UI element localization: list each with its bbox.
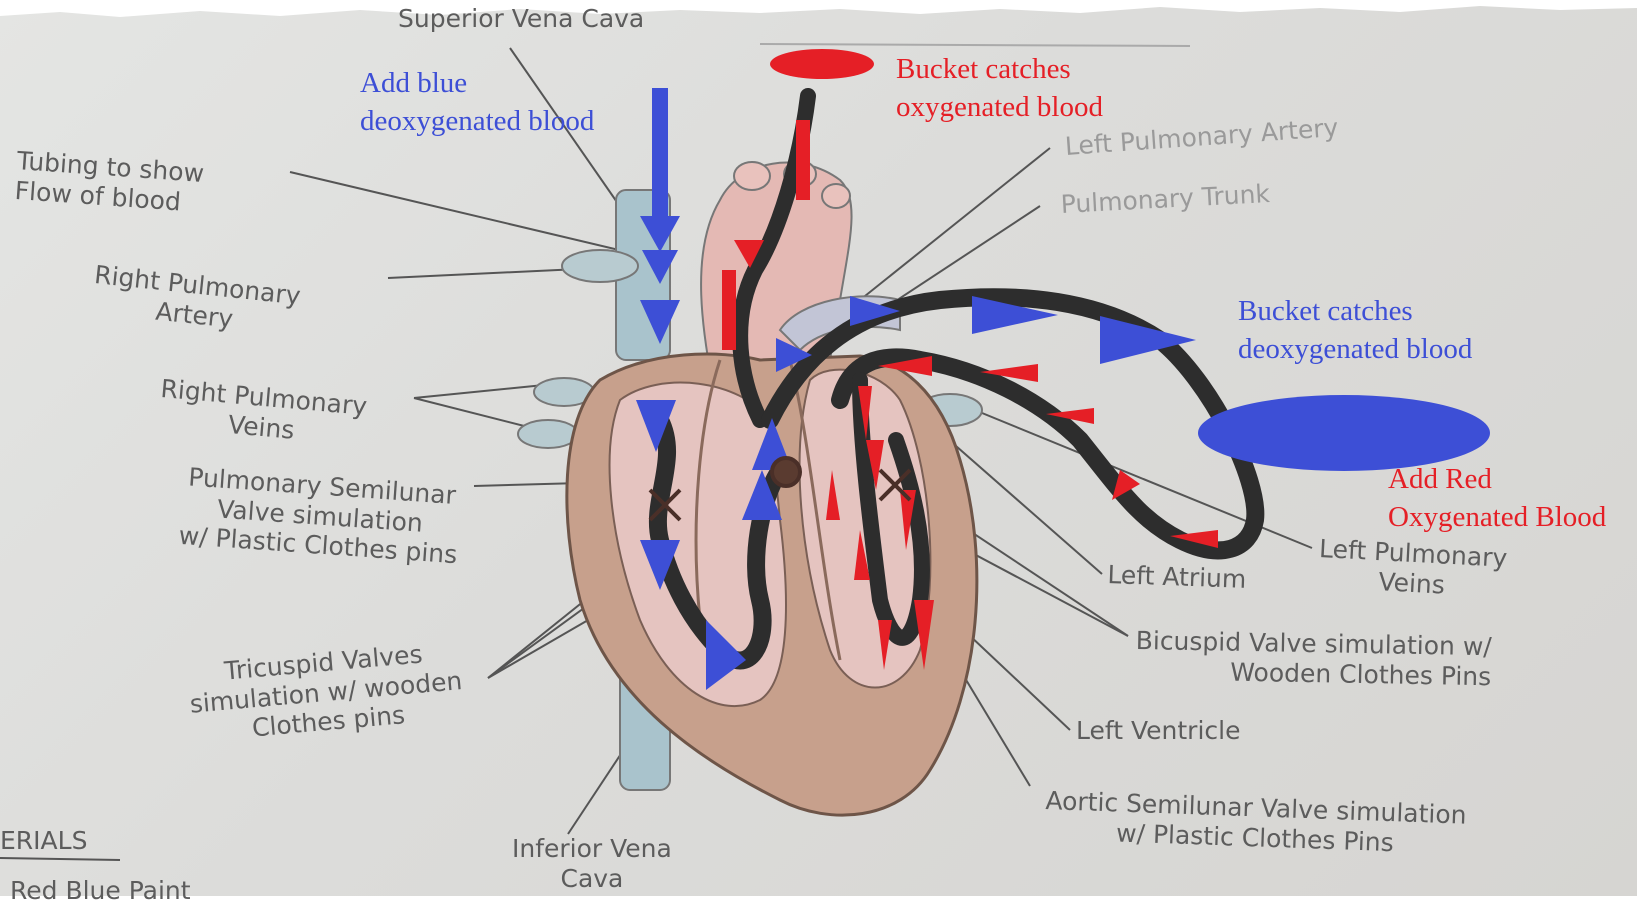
label-left-atrium: Left Atrium bbox=[1107, 560, 1247, 594]
label-left-ventricle: Left Ventricle bbox=[1076, 716, 1240, 746]
label-bottom-fragment: Red Blue Paint bbox=[10, 876, 191, 906]
bucket-oxygenated bbox=[770, 49, 874, 79]
label-left-pulmonary-veins: Left Pulmonary Veins bbox=[1317, 534, 1508, 603]
label-materials-fragment: ERIALS bbox=[0, 826, 87, 856]
annotation-add-blue: Add blue deoxygenated blood bbox=[360, 64, 594, 141]
annotation-bucket-deoxygenated: Bucket catches deoxygenated blood bbox=[1238, 292, 1472, 369]
annotation-add-red: Add Red Oxygenated Blood bbox=[1388, 460, 1606, 537]
label-inferior-vena-cava: Inferior Vena Cava bbox=[512, 834, 672, 893]
page-rule bbox=[760, 44, 1190, 46]
annotation-bucket-oxygenated: Bucket catches oxygenated blood bbox=[896, 50, 1103, 127]
torn-paper-edge bbox=[0, 0, 1637, 17]
materials-underline bbox=[0, 858, 120, 860]
label-superior-vena-cava: Superior Vena Cava bbox=[398, 4, 644, 34]
label-bicuspid: Bicuspid Valve simulation w/ Wooden Clot… bbox=[1135, 626, 1492, 691]
